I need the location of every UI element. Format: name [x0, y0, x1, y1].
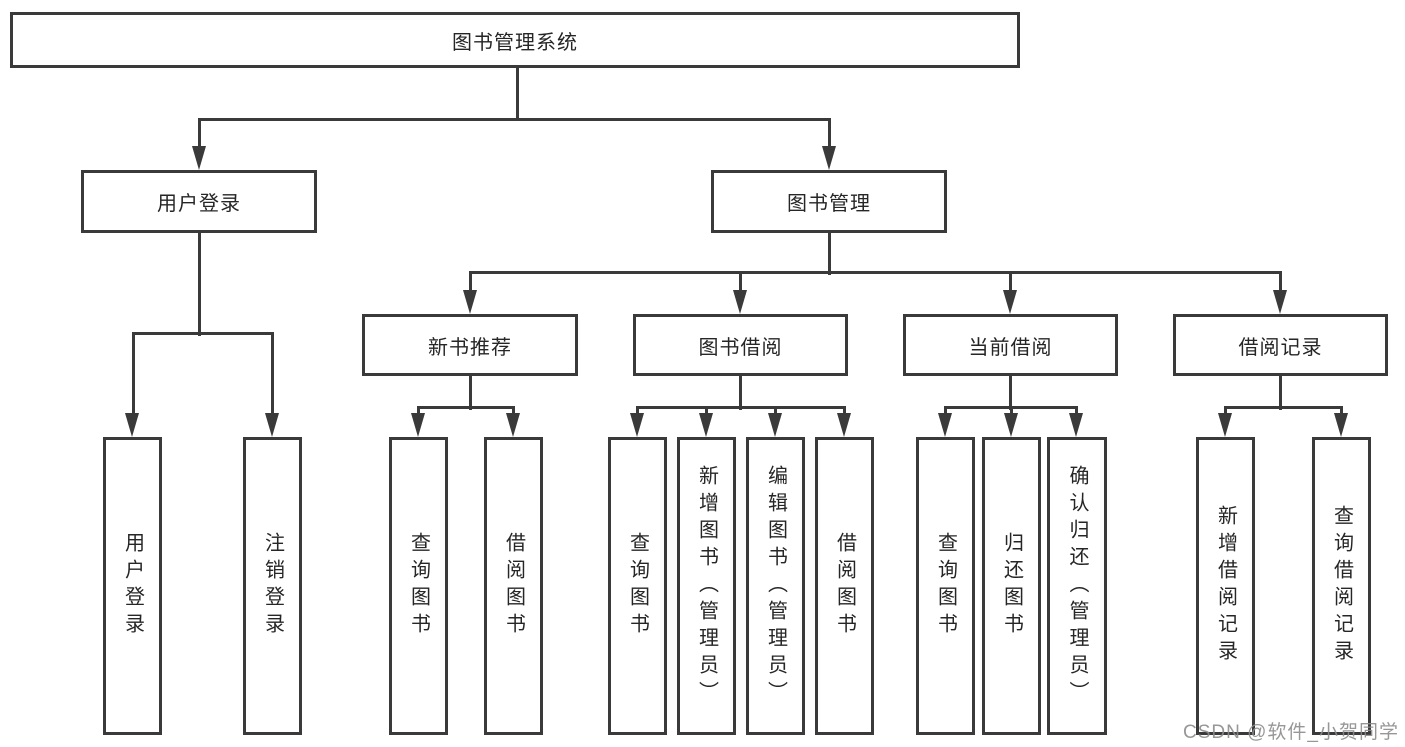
node-book-borrow: 图书借阅	[633, 314, 848, 376]
connector-line-vertical	[1278, 272, 1282, 293]
arrowhead-down-icon	[1334, 413, 1348, 437]
connector-line-vertical	[1010, 406, 1013, 416]
connector-line-vertical	[468, 376, 472, 410]
node-label: 查询图书	[934, 532, 957, 640]
node-label: 新书推荐	[428, 336, 512, 359]
leaf-return-books: 归还图书	[982, 437, 1041, 735]
leaf-query-borrow-record: 查询借阅记录	[1312, 437, 1371, 735]
arrowhead-down-icon	[768, 413, 782, 437]
connector-line-vertical	[944, 406, 947, 416]
connector-line-vertical	[636, 406, 639, 416]
node-label: 图书管理系统	[452, 31, 578, 54]
arrowhead-down-icon	[125, 413, 139, 437]
leaf-logout: 注销登录	[243, 437, 302, 735]
node-label: 借阅图书	[833, 532, 856, 640]
connector-line-vertical	[738, 376, 742, 410]
node-label: 新增借阅记录	[1214, 505, 1237, 667]
node-label: 新增图书（管理员）	[695, 464, 718, 708]
node-library-system: 图书管理系统	[10, 12, 1020, 68]
node-label: 用户登录	[157, 193, 241, 215]
connector-line-vertical	[1340, 406, 1343, 416]
node-label: 当前借阅	[968, 336, 1053, 359]
connector-line-horizontal	[468, 270, 1282, 274]
connector-line-vertical	[1008, 272, 1012, 293]
connector-line-vertical	[512, 406, 515, 416]
node-label: 注销登录	[261, 532, 284, 640]
leaf-add-books-admin: 新增图书（管理员）	[677, 437, 736, 735]
arrowhead-down-icon	[837, 413, 851, 437]
connector-line-vertical	[1278, 376, 1282, 410]
connector-line-vertical	[827, 233, 831, 275]
connector-line-vertical	[197, 119, 201, 150]
leaf-confirm-return-admin: 确认归还（管理员）	[1047, 437, 1107, 735]
connector-line-vertical	[827, 119, 831, 150]
node-label: 图书管理	[787, 193, 871, 215]
node-label: 用户登录	[121, 532, 144, 640]
arrowhead-down-icon	[1218, 413, 1232, 437]
connector-line-vertical	[1008, 376, 1012, 410]
connector-line-vertical	[774, 406, 777, 416]
leaf-query-books-recommend: 查询图书	[389, 437, 448, 735]
node-label: 编辑图书（管理员）	[764, 464, 787, 708]
connector-line-horizontal	[944, 405, 1078, 409]
connector-line-horizontal	[197, 117, 831, 121]
leaf-user-login: 用户登录	[103, 437, 162, 735]
leaf-add-borrow-record: 新增借阅记录	[1196, 437, 1255, 735]
node-label: 查询图书	[407, 532, 430, 640]
leaf-borrow-books: 借阅图书	[815, 437, 874, 735]
watermark: CSDN @软件_小贺同学	[1183, 722, 1399, 743]
node-label: 确认归还（管理员）	[1066, 464, 1088, 708]
leaf-borrow-books-recommend: 借阅图书	[484, 437, 543, 735]
arrowhead-down-icon	[1069, 413, 1083, 437]
node-label: 查询图书	[626, 532, 649, 640]
node-label: 借阅记录	[1238, 336, 1323, 359]
connector-line-vertical	[515, 68, 519, 121]
connector-line-vertical	[131, 333, 135, 415]
connector-line-vertical	[417, 406, 420, 416]
node-label: 归还图书	[1000, 532, 1023, 640]
node-new-book-recommend: 新书推荐	[362, 314, 578, 376]
arrowhead-down-icon	[462, 290, 477, 314]
arrowhead-down-icon	[1004, 413, 1018, 437]
connector-line-vertical	[705, 406, 708, 416]
arrowhead-down-icon	[265, 413, 279, 437]
arrowhead-down-icon	[821, 146, 836, 170]
connector-line-horizontal	[131, 331, 274, 335]
connector-line-vertical	[738, 272, 742, 293]
leaf-query-books-borrow: 查询图书	[608, 437, 667, 735]
connector-line-vertical	[468, 272, 472, 293]
node-current-borrow: 当前借阅	[903, 314, 1118, 376]
arrowhead-down-icon	[938, 413, 952, 437]
arrowhead-down-icon	[1002, 290, 1017, 314]
node-borrow-records: 借阅记录	[1173, 314, 1388, 376]
arrowhead-down-icon	[411, 413, 425, 437]
node-label: 查询借阅记录	[1330, 505, 1353, 667]
arrowhead-down-icon	[506, 413, 520, 437]
connector-line-vertical	[1224, 406, 1227, 416]
node-book-management: 图书管理	[711, 170, 947, 233]
connector-line-horizontal	[1224, 405, 1343, 409]
connector-line-horizontal	[417, 405, 515, 409]
node-label: 借阅图书	[502, 532, 525, 640]
leaf-edit-books-admin: 编辑图书（管理员）	[746, 437, 805, 735]
leaf-query-books-current: 查询图书	[916, 437, 975, 735]
arrowhead-down-icon	[699, 413, 713, 437]
arrowhead-down-icon	[191, 146, 206, 170]
connector-line-vertical	[270, 333, 274, 415]
arrowhead-down-icon	[630, 413, 644, 437]
arrowhead-down-icon	[732, 290, 747, 314]
arrowhead-down-icon	[1272, 290, 1287, 314]
connector-line-vertical	[843, 406, 846, 416]
connector-line-horizontal	[636, 405, 846, 409]
connector-line-vertical	[1075, 406, 1078, 416]
node-user-login: 用户登录	[81, 170, 317, 233]
connector-line-vertical	[197, 233, 201, 336]
node-label: 图书借阅	[698, 336, 783, 359]
